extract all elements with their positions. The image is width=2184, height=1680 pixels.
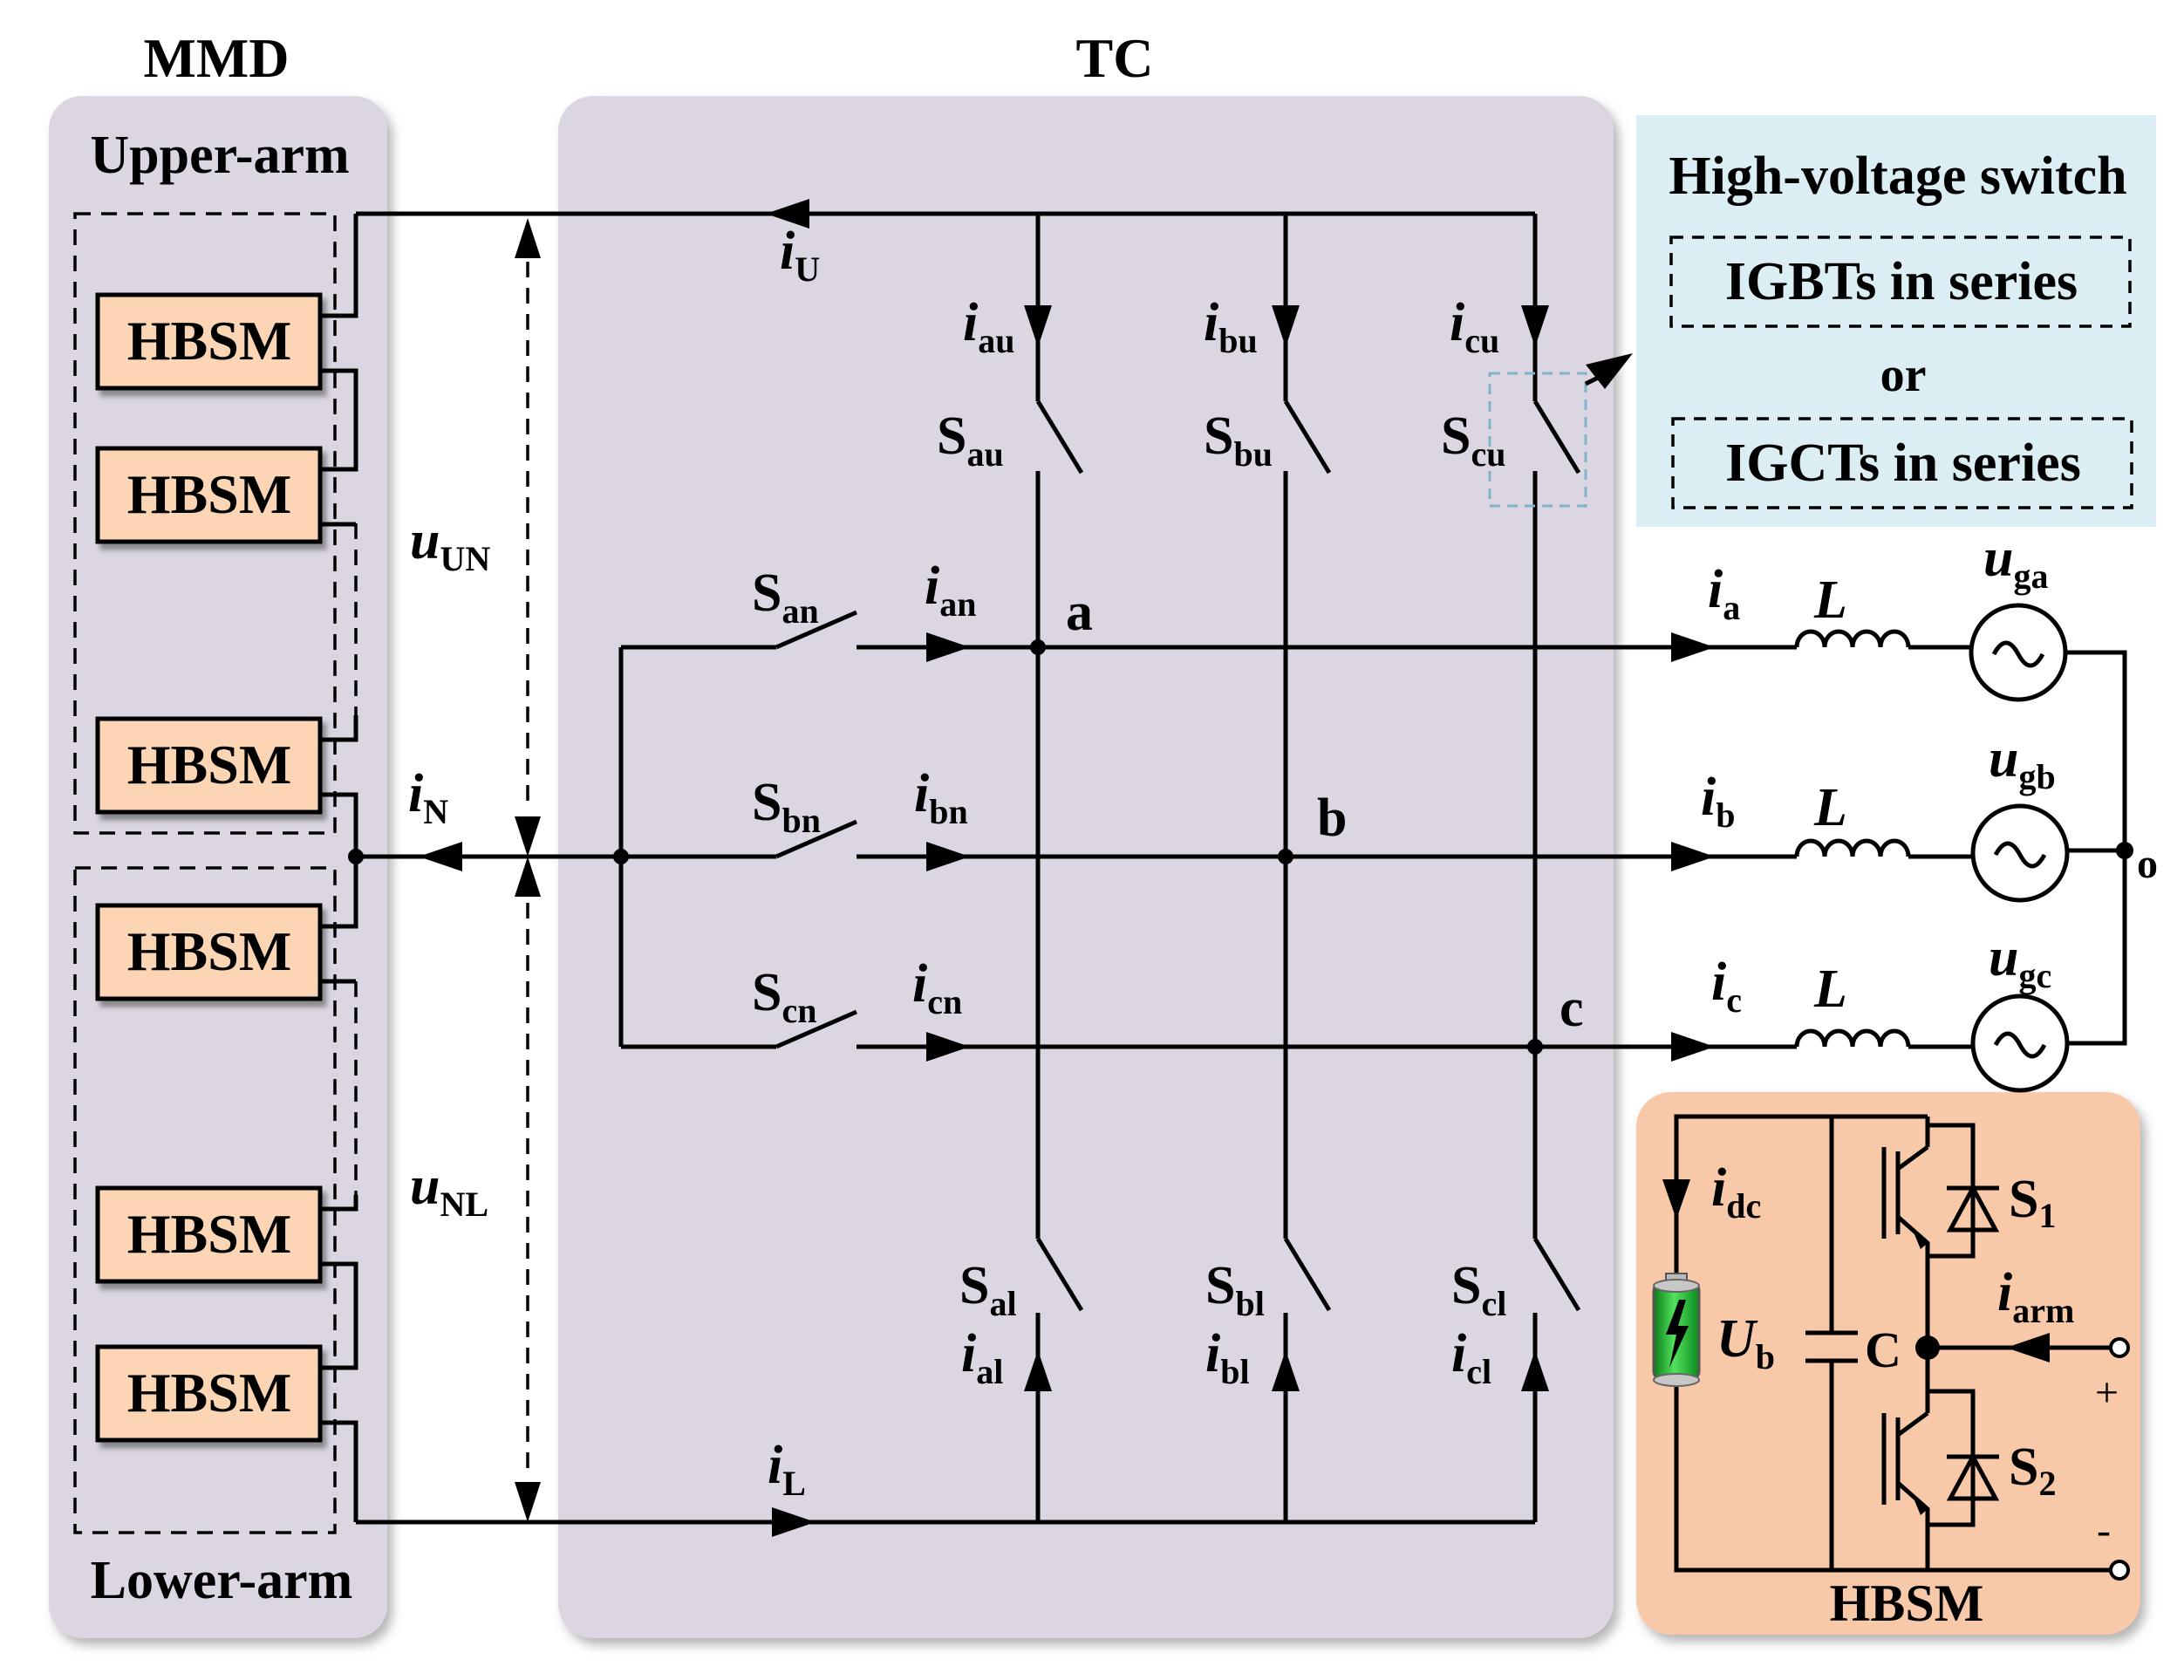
label-iarm: iarm (1997, 1263, 2074, 1330)
hv-switch-title: High-voltage switch (1669, 147, 2126, 206)
mmd-title: MMD (143, 27, 289, 89)
hbsm-detail-title: HBSM (1830, 1574, 1984, 1632)
buses (356, 211, 1535, 1525)
phase-lines (775, 610, 1762, 1049)
label-San: San (752, 563, 819, 631)
label-uga: uga (1983, 529, 2048, 596)
label-idc: idc (1711, 1158, 1761, 1226)
label-iL: iL (768, 1436, 806, 1503)
label-ia: ia (1708, 560, 1740, 627)
hbsm-module: HBSM (95, 292, 323, 391)
current-labels: iU iau ibu icu ian ibn icn ial ibl icl i… (408, 222, 2074, 1503)
voltage-arrows (515, 218, 541, 1522)
label-iN: iN (408, 764, 448, 831)
label-Sau: Sau (937, 406, 1004, 474)
label-uUN: uUN (410, 511, 490, 578)
s1-label: S1 (2009, 1170, 2056, 1235)
label-ibu: ibu (1204, 293, 1258, 360)
label-iU: iU (780, 222, 820, 289)
label-icn: icn (912, 954, 962, 1021)
upper-arm-label: Upper-arm (90, 126, 349, 185)
igbt-option: IGBTs in series (1725, 252, 2078, 311)
svg-text:HBSM: HBSM (127, 1203, 291, 1265)
label-Scu: Scu (1441, 406, 1505, 474)
label-ugb: ugb (1989, 729, 2056, 796)
label-ic: ic (1711, 953, 1742, 1020)
upper-arm-group (73, 212, 337, 835)
hv-switch-panel (1636, 115, 2156, 527)
svg-text:HBSM: HBSM (127, 310, 291, 372)
label-ibl: ibl (1205, 1324, 1250, 1391)
ac-source-icon (1970, 994, 2070, 1093)
hbsm-module: HBSM (95, 716, 323, 815)
minus-terminal: - (2097, 1507, 2111, 1554)
label-iau: iau (963, 293, 1014, 360)
label-ial: ial (961, 1324, 1003, 1391)
inductor-labels: L L L (1813, 570, 1847, 1019)
hbsm-module: HBSM (95, 446, 323, 544)
label-ibn: ibn (914, 764, 968, 831)
mmd-chain-wiring (320, 214, 358, 1522)
inductor-label: L (1813, 778, 1847, 837)
node-a: a (1066, 583, 1093, 642)
label-ugc: ugc (1989, 928, 2051, 995)
lower-arm-label: Lower-arm (91, 1551, 353, 1610)
hbsm-module: HBSM (95, 1185, 323, 1284)
inductor-icon (1762, 629, 1971, 650)
igct-option: IGCTs in series (1725, 434, 2081, 493)
svg-text:HBSM: HBSM (127, 734, 291, 796)
voltage-labels: uUN uNL uga ugb ugc Ub (410, 511, 2056, 1376)
plus-terminal: + (2095, 1369, 2119, 1416)
label-Sal: Sal (959, 1256, 1017, 1323)
lower-arm-group (73, 866, 337, 1534)
hbsm-detail-circuit (1662, 1114, 2130, 1581)
s2-label: S2 (2009, 1438, 2056, 1503)
callout-arrow-icon (1586, 353, 1633, 389)
node-c: c (1560, 979, 1584, 1038)
igbt-option-box (1669, 236, 2132, 328)
label-ian: ian (925, 557, 976, 624)
inductor-label: L (1813, 960, 1847, 1019)
label-uNL: uNL (410, 1157, 488, 1224)
svg-text:HBSM: HBSM (127, 1362, 291, 1424)
inductor-label: L (1813, 570, 1847, 630)
hbsm-module: HBSM (95, 1344, 323, 1443)
node-o: o (2137, 841, 2158, 887)
node-b: b (1317, 789, 1347, 848)
label-icl: icl (1451, 1324, 1491, 1391)
capacitor-label: C (1865, 1321, 1901, 1378)
current-arrows (419, 199, 1715, 1537)
ac-source-icon (1969, 603, 2068, 702)
label-Sbn: Sbn (752, 773, 821, 840)
ac-source-icon (1970, 803, 2070, 903)
svg-text:HBSM: HBSM (127, 463, 291, 525)
label-icu: icu (1450, 293, 1499, 360)
battery-icon (1652, 1273, 1701, 1387)
or-label: or (1880, 348, 1927, 402)
label-Sbu: Sbu (1204, 406, 1273, 474)
tc-title: TC (1076, 27, 1154, 89)
scu-highlight (1488, 372, 1587, 508)
tc-panel (558, 96, 1614, 1638)
label-Scn: Scn (752, 963, 816, 1030)
switch-labels: Sau Sbu Scu San Sbn Scn Sal Sbl Scl (752, 406, 1506, 1323)
igct-option-box (1671, 417, 2133, 509)
svg-text:HBSM: HBSM (127, 920, 291, 982)
label-ib: ib (1701, 768, 1735, 835)
hbsm-module: HBSM (95, 903, 323, 1001)
neutral-o-wiring (2065, 650, 2127, 1046)
label-Sbl: Sbl (1205, 1256, 1265, 1323)
label-Scl: Scl (1451, 1256, 1506, 1323)
hbsm-detail-panel (1636, 1092, 2140, 1635)
node-labels: a b c o (1066, 583, 2158, 1038)
label-Ub: Ub (1716, 1309, 1775, 1376)
inductor-icon (1762, 838, 1973, 859)
inductor-icon (1762, 1028, 1973, 1049)
